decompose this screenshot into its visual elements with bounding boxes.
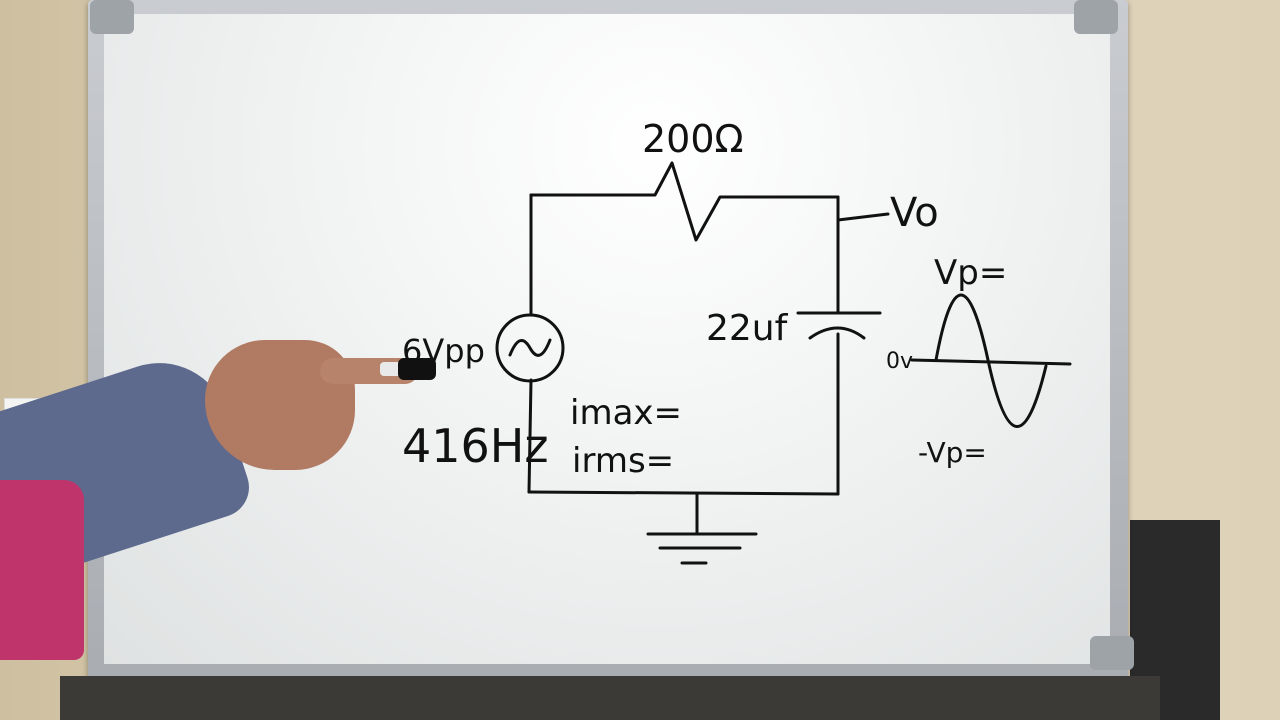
current-max-label: imax= [570, 393, 682, 433]
marker-pen [398, 358, 436, 380]
resistor-label: 200Ω [642, 117, 744, 161]
output-label: Vo [890, 190, 939, 236]
capacitor-label: 22uf [706, 308, 789, 349]
peak-negative-label: -Vp= [918, 436, 987, 469]
top-wire-with-resistor [529, 161, 840, 242]
ac-source-circle [495, 313, 565, 383]
frame-corner [1074, 0, 1118, 34]
frame-corner [1090, 636, 1134, 670]
marker-tip [380, 362, 402, 376]
sine-wave [934, 293, 1048, 428]
capacitor-plate-bottom [808, 326, 866, 340]
graph-axis [910, 358, 1072, 366]
bottom-wire [527, 490, 840, 496]
frame-corner [90, 0, 134, 34]
current-rms-label: irms= [572, 441, 674, 481]
pink-shirt [0, 480, 84, 660]
zero-label: 0v [886, 349, 913, 374]
left-wire-bottom [527, 378, 533, 494]
output-lead [836, 212, 890, 222]
marker-tray [60, 676, 1160, 720]
peak-positive-label: Vp= [934, 253, 1007, 293]
whiteboard-surface [104, 14, 1110, 664]
source-frequency-label: 416Hz [402, 419, 549, 473]
ac-source-wave-icon [508, 338, 552, 357]
